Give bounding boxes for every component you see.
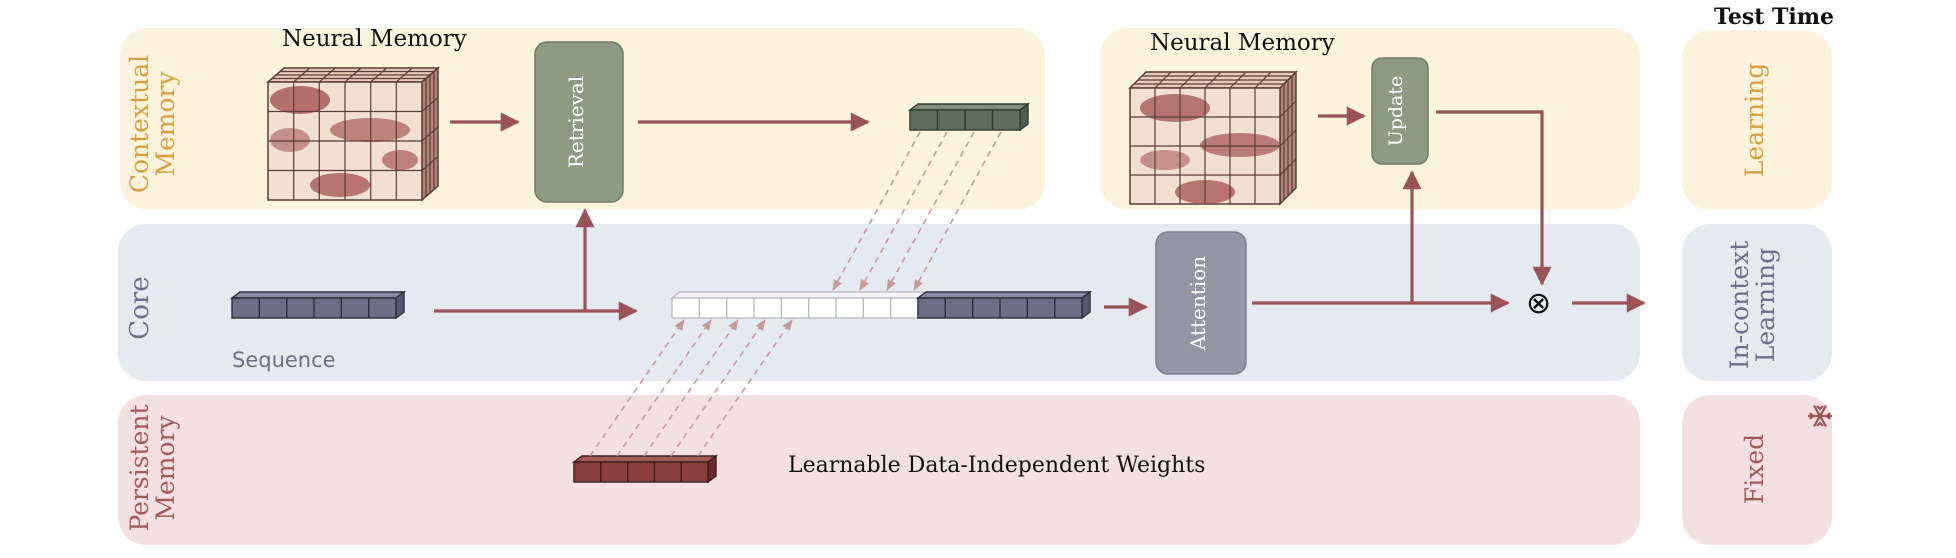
learning-label: Learning: [1740, 62, 1769, 178]
fixed-label: Fixed: [1740, 433, 1769, 505]
neural-memory-label-right: Neural Memory: [1150, 30, 1335, 56]
core-label: Core: [125, 276, 155, 340]
test-time-learning-panel: [1682, 30, 1832, 210]
memory-token-strip: [907, 102, 1031, 132]
persistent-memory-label-line1: Persistent: [125, 404, 154, 532]
update-label: Update: [1385, 75, 1407, 147]
contextual-memory-label-line2: Memory: [151, 71, 181, 177]
memory-copy-arrows: [832, 131, 1002, 291]
persistent-memory-panel: [118, 395, 1640, 545]
weights-label: Learnable Data-Independent Weights: [788, 453, 1206, 478]
retrieval-box: [534, 41, 624, 203]
in-context-label-line1: In-context: [1725, 240, 1754, 370]
retrieval-label: Retrieval: [564, 75, 588, 169]
input-sequence-tokens: [229, 290, 407, 320]
combine-operator: ⊗: [1526, 286, 1552, 321]
persistent-memory-label-line2: Memory: [151, 415, 181, 521]
test-time-header: Test Time: [1714, 4, 1835, 30]
test-time-incontext-panel: [1682, 224, 1832, 381]
in-context-label-line2: Learning: [1751, 247, 1781, 363]
persistent-memory-label: Persistent Memory: [125, 393, 183, 543]
snowflake-icon: [1808, 405, 1832, 427]
test-time-fixed-panel: [1682, 395, 1832, 545]
update-box: [1371, 57, 1429, 165]
neural-memory-cube-right: [1128, 70, 1298, 206]
persistent-weight-tokens: [571, 454, 719, 484]
neural-memory-cube-left: [266, 66, 440, 202]
weight-copy-arrows: [589, 319, 793, 457]
sequence-label: Sequence: [232, 348, 336, 372]
in-context-learning-label: In-context Learning: [1725, 235, 1787, 375]
contextual-memory-label-line1: Contextual: [125, 54, 154, 194]
attention-label: Attention: [1186, 255, 1210, 351]
neural-memory-label-left: Neural Memory: [282, 26, 467, 52]
flow-arrows: [434, 106, 1646, 321]
attention-box: [1155, 231, 1247, 375]
combined-token-strip: [670, 290, 1093, 320]
contextual-memory-label: Contextual Memory: [125, 49, 183, 199]
